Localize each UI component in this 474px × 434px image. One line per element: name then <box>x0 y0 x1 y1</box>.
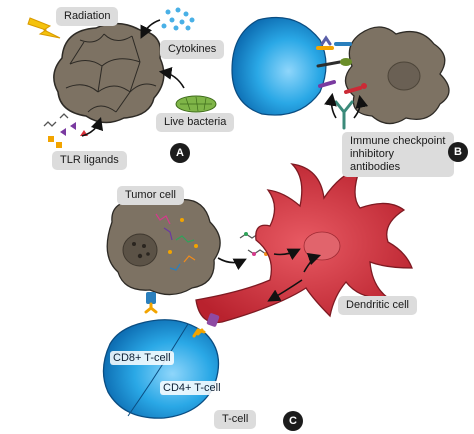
t-cell-label: T-cell <box>214 410 257 429</box>
panel-a <box>27 7 217 148</box>
panel-b-arrows <box>324 92 369 119</box>
cd8-label: CD8+ T-cell <box>110 351 174 365</box>
panel-b <box>231 16 450 130</box>
panel-b-badge: B <box>448 142 468 162</box>
tumor-cell-label: Tumor cell <box>117 186 184 205</box>
panel-c-arrows <box>217 248 322 302</box>
panel-a-arrows <box>81 19 185 137</box>
t-cell-b <box>231 16 327 116</box>
tumor-cell-b <box>344 26 450 125</box>
tumor-cell-c <box>106 193 221 296</box>
cytokine-dots <box>161 7 195 31</box>
antibodies-label: Immune checkpoint inhibitory antibodies <box>342 132 454 177</box>
live-bacteria-icon <box>175 95 217 113</box>
radiation-label: Radiation <box>56 7 119 26</box>
cytokines-label: Cytokines <box>160 40 225 59</box>
lightning-icon <box>27 17 61 39</box>
panel-c-badge: C <box>283 411 303 431</box>
cd4-label: CD4+ T-cell <box>160 381 224 395</box>
panel-c <box>102 163 413 419</box>
checkpoint-receptors <box>316 35 367 94</box>
tlr-ligands-label: TLR ligands <box>52 151 127 170</box>
tcr-receptors <box>144 292 220 338</box>
antibody-icon <box>334 100 354 130</box>
tlr-ligands-icons <box>43 113 88 148</box>
dendritic-cell-label: Dendritic cell <box>338 296 417 315</box>
tumor-cluster <box>53 22 165 124</box>
panel-a-badge: A <box>170 143 190 163</box>
live-bacteria-label: Live bacteria <box>156 113 235 132</box>
t-cell-c <box>102 319 220 419</box>
